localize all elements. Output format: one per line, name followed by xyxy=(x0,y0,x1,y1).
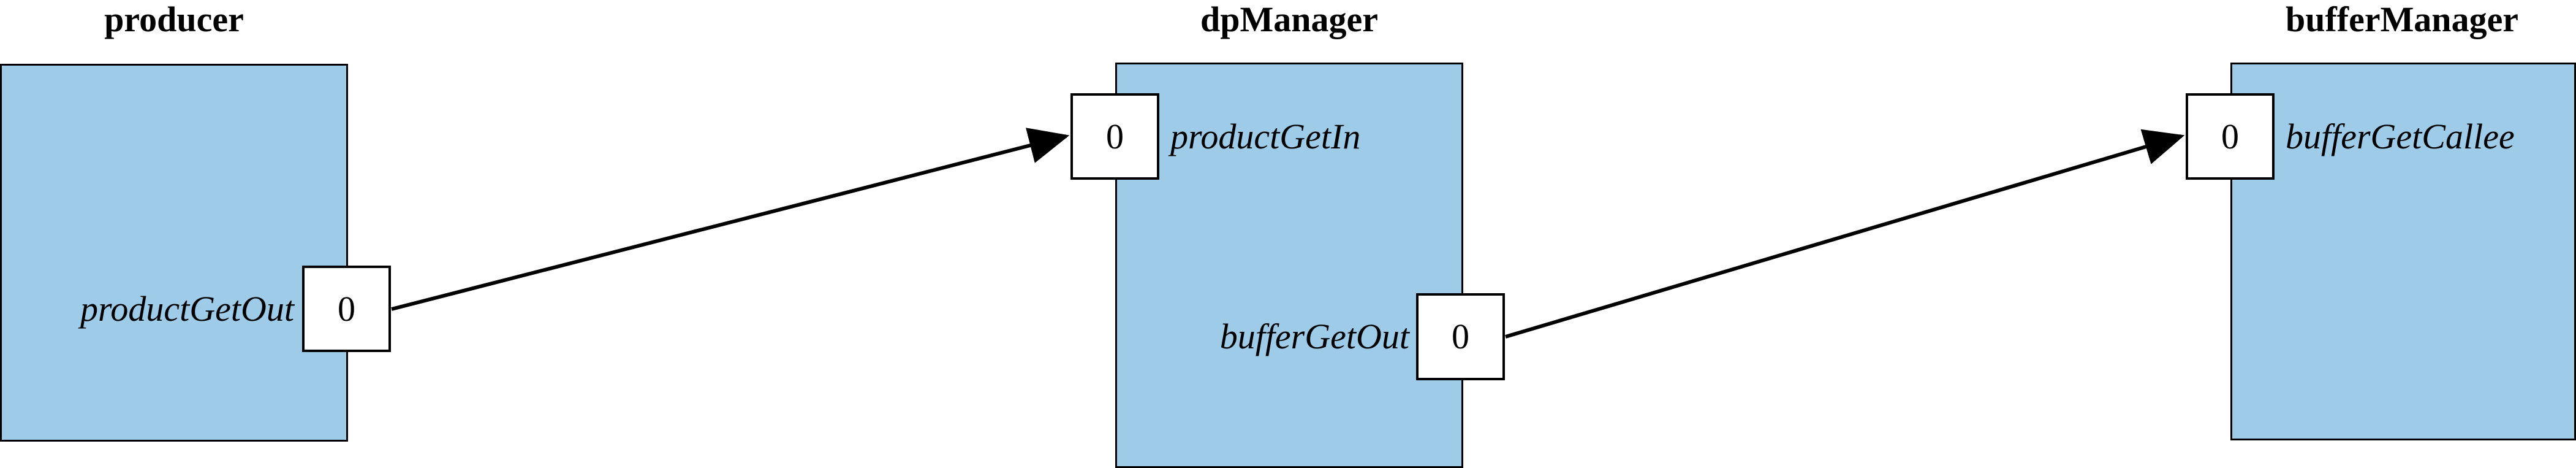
port-label-productGetOut: productGetOut xyxy=(80,288,294,329)
connection-buffer-get[interactable] xyxy=(1505,129,2185,339)
port-bufferGetCallee[interactable]: 0 xyxy=(2186,93,2275,180)
port-value-bufferGetCallee: 0 xyxy=(2221,116,2239,156)
connection-product-get[interactable] xyxy=(391,128,1070,311)
port-label-bufferGetOut: bufferGetOut xyxy=(1219,316,1409,356)
component-body-bufferManager[interactable] xyxy=(2230,63,2576,440)
port-productGetOut[interactable]: 0 xyxy=(302,266,391,352)
port-bufferGetOut[interactable]: 0 xyxy=(1416,293,1505,380)
port-value-productGetIn: 0 xyxy=(1106,116,1124,156)
component-title-bufferManager: bufferManager xyxy=(2285,0,2519,39)
component-body-dpManager[interactable] xyxy=(1115,63,1463,468)
port-label-productGetIn: productGetIn xyxy=(1170,116,1361,156)
port-value-bufferGetOut: 0 xyxy=(1452,316,1469,356)
component-title-dpManager: dpManager xyxy=(1200,0,1378,39)
component-title-producer: producer xyxy=(104,0,244,39)
port-label-bufferGetCallee: bufferGetCallee xyxy=(2286,116,2515,156)
port-value-productGetOut: 0 xyxy=(338,288,355,329)
component-body-producer[interactable] xyxy=(0,64,348,442)
port-productGetIn[interactable]: 0 xyxy=(1070,93,1159,180)
